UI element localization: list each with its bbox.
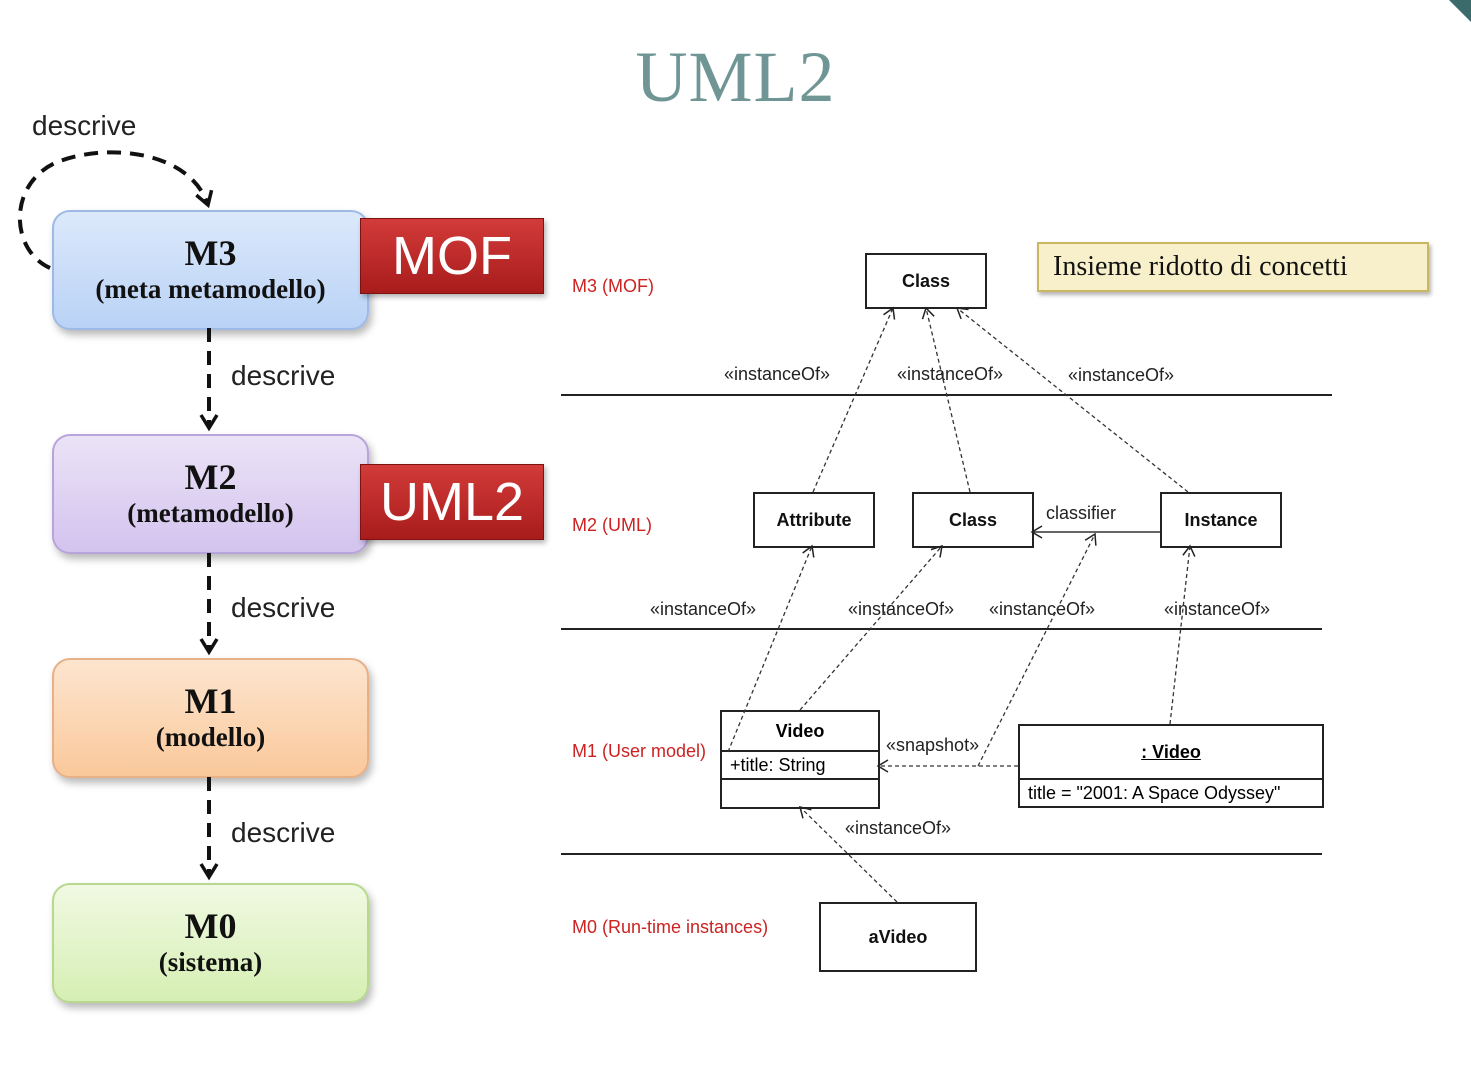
level-m2-box: M2 (metamodello) [52, 434, 369, 554]
layer-label-m3: M3 (MOF) [572, 276, 654, 296]
snapshot-label: «snapshot» [886, 735, 980, 755]
level-m1-box: M1 (modello) [52, 658, 369, 778]
instanceof-label-attribute-class: «instanceOf» [724, 364, 831, 384]
classifier-label: classifier [1046, 503, 1117, 523]
level-m1-label: M1 [184, 681, 237, 721]
arrow-video-to-class [799, 544, 943, 711]
instanceof-label-avideo-video: «instanceOf» [845, 818, 952, 838]
note-callout: Insieme ridotto di concetti [1037, 242, 1429, 292]
arrow-attribute-to-class [812, 306, 896, 493]
corner-decoration [1449, 0, 1471, 22]
video-class-name: Video [722, 712, 878, 752]
level-m3-sub: (meta metamodello) [95, 274, 326, 304]
video-class-attribute: +title: String [722, 752, 878, 780]
avideo-box: aVideo [819, 902, 977, 972]
descrive-label-m2-m1: descrive [231, 592, 336, 623]
uml2-tag: UML2 [360, 464, 544, 540]
descrive-self-arrow [17, 150, 214, 270]
class-m2-box: Class [912, 492, 1034, 548]
level-m0-box: M0 (sistema) [52, 883, 369, 1003]
layer-label-m2: M2 (UML) [572, 515, 652, 535]
level-m2-sub: (metamodello) [127, 498, 294, 528]
descrive-label-self: descrive [32, 110, 137, 141]
video-object-box: : Video title = "2001: A Space Odyssey" [1018, 724, 1324, 808]
video-class-box: Video +title: String [720, 710, 880, 809]
level-m0-sub: (sistema) [158, 947, 263, 977]
level-m1-sub: (modello) [155, 722, 266, 752]
instance-box: Instance [1160, 492, 1282, 548]
instanceof-label-video-class: «instanceOf» [848, 599, 955, 619]
descrive-label-m3-m2: descrive [231, 360, 336, 391]
instanceof-label-class-class: «instanceOf» [897, 364, 1004, 384]
video-object-name: : Video [1020, 726, 1322, 780]
level-m2-label: M2 [184, 457, 237, 497]
layer-label-m0: M0 (Run-time instances) [572, 917, 769, 937]
arrow-video-to-attribute [727, 544, 815, 753]
level-m3-label: M3 [184, 233, 237, 273]
level-m0-label: M0 [184, 906, 237, 946]
arrow-snapshot-to-classifier [977, 532, 1097, 767]
mof-tag: MOF [360, 218, 544, 294]
instanceof-label-snapshot-classifier: «instanceOf» [989, 599, 1096, 619]
arrow-avideo-to-video [798, 805, 898, 903]
instanceof-label-object-instance: «instanceOf» [1164, 599, 1271, 619]
instanceof-label-instance-class: «instanceOf» [1068, 365, 1175, 385]
layer-label-m1: M1 (User model) [572, 741, 707, 761]
level-m3-box: M3 (meta metamodello) [52, 210, 369, 330]
arrow-object-to-instance [1169, 544, 1196, 725]
instanceof-label-video-attribute: «instanceOf» [650, 599, 757, 619]
arrow-instance-to-class [955, 307, 1189, 493]
slide-title: UML2 [635, 37, 836, 117]
descrive-label-m1-m0: descrive [231, 817, 336, 848]
video-object-attribute: title = "2001: A Space Odyssey" [1028, 783, 1281, 803]
attribute-box: Attribute [753, 492, 875, 548]
arrow-class-to-class [921, 306, 971, 493]
